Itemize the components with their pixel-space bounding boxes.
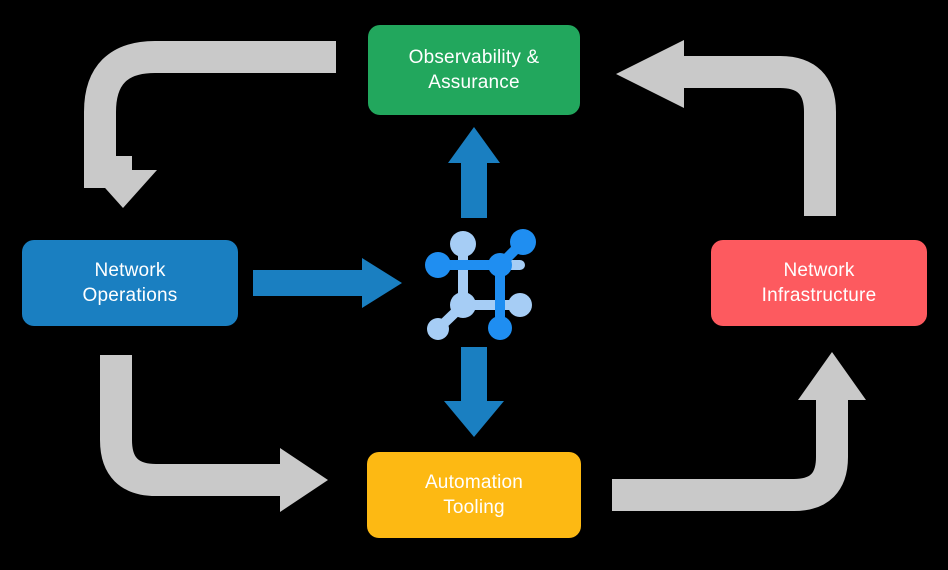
topology-light-nodes [427, 231, 532, 340]
outer-arrow-observability-to-operations [84, 41, 336, 208]
inner-arrow-center-to-observability [448, 127, 500, 218]
node-box-network-infrastructure[interactable]: Network Infrastructure [711, 240, 927, 326]
node-box-network-operations[interactable]: Network Operations [22, 240, 238, 326]
outer-arrow-infrastructure-to-observability [616, 40, 836, 216]
node-label-observability-assurance: Observability & Assurance [408, 46, 540, 93]
topology-dark-nodes [425, 229, 536, 340]
node-box-automation-tooling[interactable]: Automation Tooling [367, 452, 581, 538]
node-label-network-operations: Network Operations [82, 259, 178, 306]
network-topology-icon [425, 229, 536, 340]
node-label-network-infrastructure: Network Infrastructure [761, 259, 877, 306]
outer-arrow-automation-to-infrastructure [612, 352, 866, 511]
outer-arrow-operations-to-automation [100, 355, 328, 512]
node-label-automation-tooling: Automation Tooling [424, 471, 524, 518]
inner-arrow-center-to-automation [444, 347, 504, 437]
node-box-observability-assurance[interactable]: Observability & Assurance [368, 25, 580, 115]
outer-arrow-observability-to-operations-path [98, 57, 336, 209]
inner-arrow-operations-to-center [253, 258, 402, 308]
